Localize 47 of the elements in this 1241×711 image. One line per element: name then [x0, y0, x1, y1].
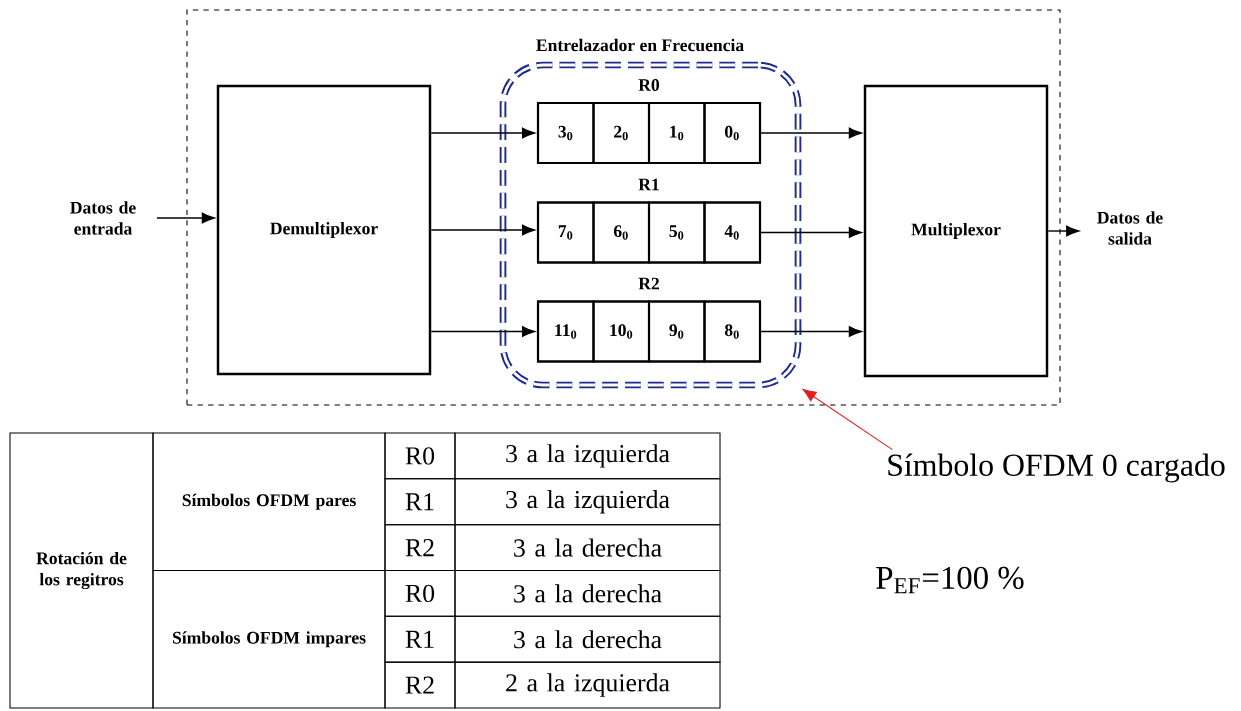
table-cell: R2: [384, 524, 456, 572]
text-label: Datos de salida: [1097, 211, 1163, 245]
register-cell: 4$_{0}$: [703, 201, 762, 264]
table-cell: R0: [384, 569, 456, 617]
arrow: [760, 127, 862, 139]
table-cell: 2 a la izquierda: [454, 661, 721, 709]
arrow: [430, 127, 535, 139]
table-cell: R2: [384, 661, 456, 709]
register-cell: 8$_{0}$: [703, 300, 762, 363]
callout-text: Símbolo OFDM 0 cargado: [888, 453, 1225, 483]
table-cell: 3 a la derecha: [454, 524, 721, 572]
table-cell: R1: [384, 478, 456, 526]
arrow: [430, 326, 535, 337]
register-cell: 6$_{0}$: [592, 201, 651, 264]
table-cell: Símbolos OFDM impares: [152, 570, 386, 709]
arrow: [156, 212, 215, 224]
arrow: [760, 227, 862, 238]
register-cell: 10$_{0}$: [592, 300, 651, 363]
formula-text: P$_{EF}$=100 %: [876, 566, 1024, 594]
table-cell: R0: [384, 432, 456, 480]
register-label: R0: [638, 79, 660, 91]
table-cell: R1: [384, 615, 456, 663]
process-box: Demultiplexor: [216, 84, 432, 376]
arrow: [1047, 225, 1080, 237]
table-cell: 3 a la derecha: [454, 615, 721, 663]
register-label: R1: [638, 178, 659, 191]
table-cell: Símbolos OFDM pares: [152, 432, 386, 572]
register-cell: 0$_{0}$: [703, 101, 762, 165]
register-label: R2: [638, 277, 659, 290]
register-cell: 7$_{0}$: [536, 201, 595, 264]
arrow: [430, 224, 535, 236]
arrow: [760, 326, 862, 337]
process-box: Multiplexor: [863, 84, 1049, 378]
register-cell: 1$_{0}$: [647, 101, 706, 165]
group-outline: [499, 61, 802, 389]
leader-line: [802, 389, 893, 451]
register-cell: 2$_{0}$: [592, 101, 651, 165]
register-cell: 11$_{0}$: [536, 300, 595, 363]
box-heading: Entrelazador en Frecuencia: [536, 38, 744, 52]
table-cell: Rotación de los regitros: [9, 432, 154, 709]
register-cell: 9$_{0}$: [647, 300, 706, 363]
text-label: Datos de entrada: [70, 201, 136, 235]
register-cell: 5$_{0}$: [647, 201, 706, 264]
register-cell: 3$_{0}$: [536, 101, 595, 165]
table-cell: 3 a la izquierda: [454, 478, 721, 526]
table-cell: 3 a la izquierda: [454, 432, 721, 480]
table-cell: 3 a la derecha: [454, 569, 721, 617]
